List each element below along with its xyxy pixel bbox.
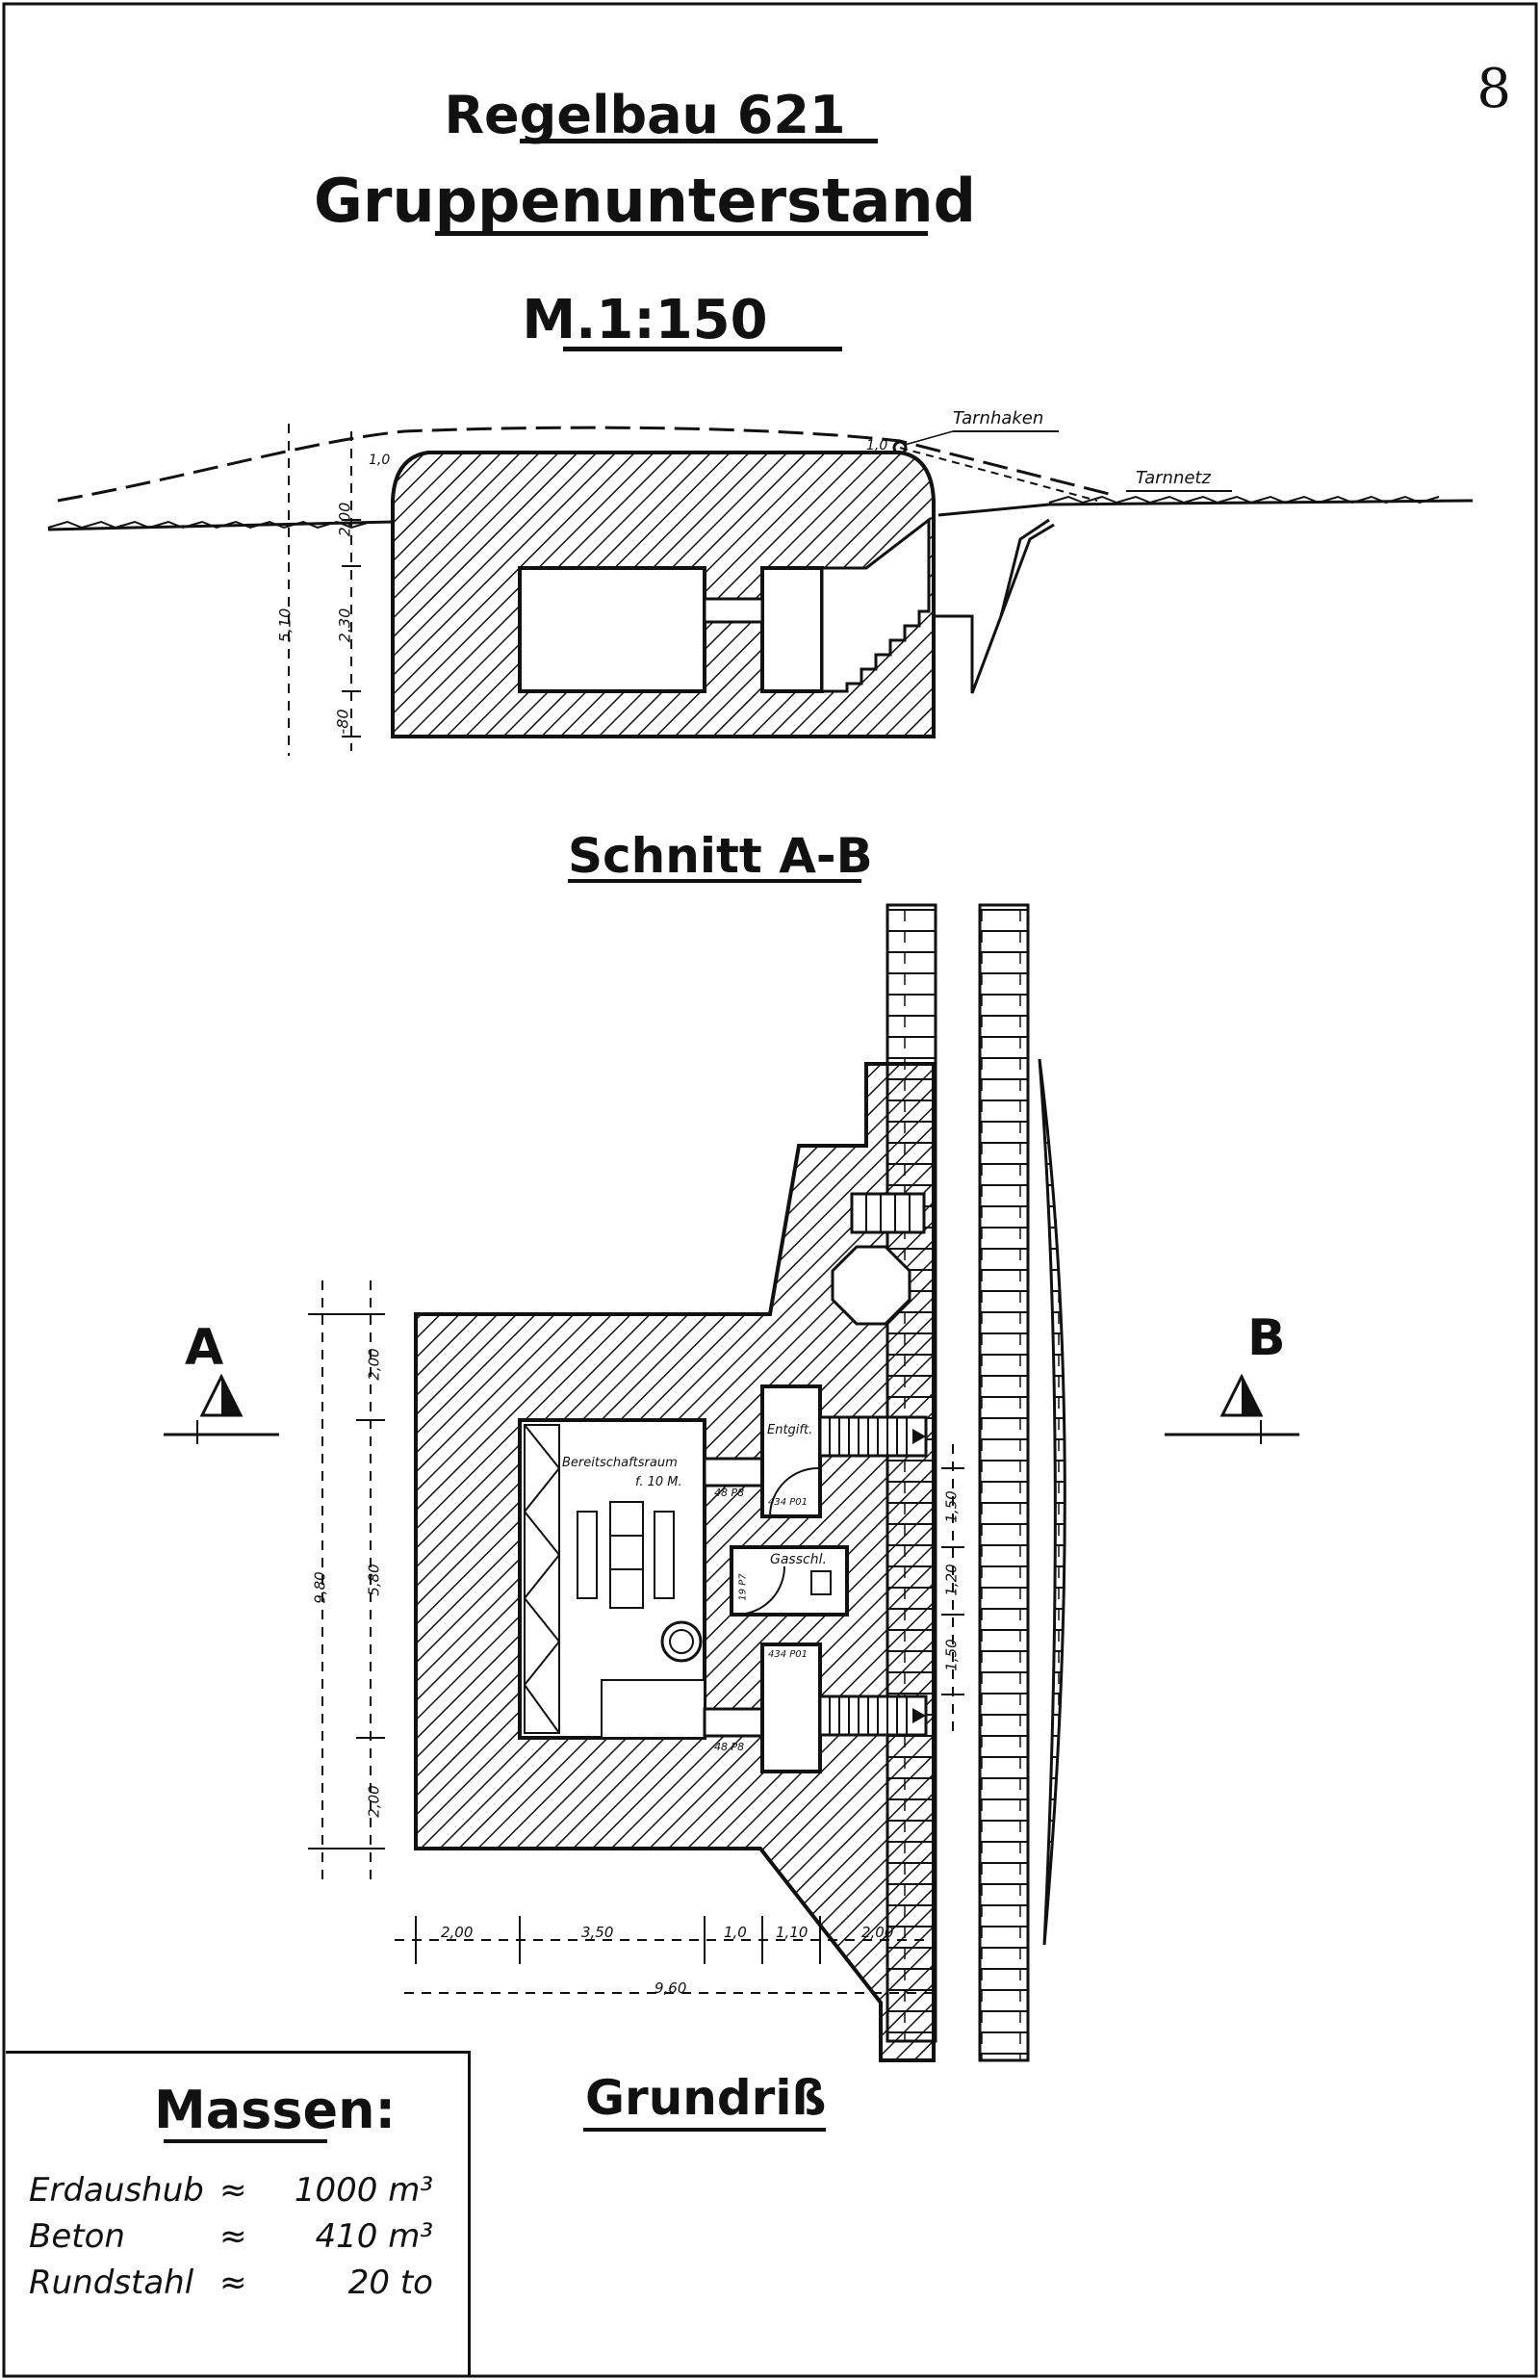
section-dim-5: 1,0 <box>369 453 391 468</box>
plan-dim-total: 9,60 <box>654 1979 687 1997</box>
plan-stairs-upper <box>818 1415 928 1458</box>
section-label: Schnitt A-B <box>568 828 873 884</box>
emergency-exit-shaft <box>831 1245 911 1326</box>
subtitle-underline <box>435 231 928 236</box>
page-number: 8 <box>1476 58 1511 120</box>
plan-view <box>164 903 1299 2062</box>
title-underline <box>520 139 878 143</box>
masses-row-name: Erdaushub <box>29 2171 204 2210</box>
masses-row-name: Beton <box>29 2217 125 2256</box>
section-dim-1: 2,00 <box>335 502 354 537</box>
section-interior-airlock <box>760 566 824 693</box>
masses-title-underline <box>164 2139 327 2143</box>
ready-room-capacity: f. 10 M. <box>635 1475 682 1489</box>
masses-row-value: 410 m³ <box>315 2217 433 2256</box>
plan-dim-left-3: 2,00 <box>365 1785 383 1818</box>
door-label-2: 434 P01 <box>768 1649 808 1660</box>
section-trench <box>934 518 1050 694</box>
plan-lower-airlock <box>760 1643 822 1773</box>
decontamination-label: Entgift. <box>767 1423 813 1437</box>
tarnhaken-label: Tarnhaken <box>953 408 1044 428</box>
masses-row-approx: ≈ <box>219 2171 247 2210</box>
plan-dim-right-3: 1,50 <box>942 1639 961 1671</box>
section-mark-a-label: A <box>185 1319 224 1377</box>
gas-lock-label: Gasschl. <box>770 1552 827 1567</box>
plan-dim-bottom-4: 1,10 <box>776 1924 808 1941</box>
plan-dim-bottom-5: 2,00 <box>861 1924 894 1941</box>
plan-dim-right-1: 1,50 <box>942 1490 961 1523</box>
vent-label-2: 48 P8 <box>714 1741 745 1753</box>
plan-dim-left-total: 9,80 <box>311 1571 329 1604</box>
section-dim-6: 1,0 <box>866 438 888 453</box>
masses-row-value: 20 to <box>347 2264 433 2302</box>
section-dim-4: -80 <box>333 709 352 735</box>
scale-underline <box>563 347 842 351</box>
section-interior-room <box>518 566 706 693</box>
masses-box <box>6 2051 471 2377</box>
plan-stairs-lower <box>818 1694 928 1737</box>
table <box>609 1501 644 1609</box>
masses-row-approx: ≈ <box>219 2217 247 2256</box>
plan-dim-bottom-1: 2,00 <box>441 1924 474 1941</box>
drawing-subtitle: Gruppenunterstand <box>314 166 976 236</box>
tarnhaken-marker <box>892 440 908 455</box>
section-dim-2: 2,30 <box>335 608 354 643</box>
vent-label-1: 48 P8 <box>714 1487 745 1499</box>
masses-row-value: 1000 m³ <box>294 2171 433 2210</box>
drawing-title: Regelbau 621 <box>444 85 846 145</box>
plan-dim-bottom-2: 3,50 <box>581 1924 614 1941</box>
drawing-scale: M.1:150 <box>522 289 768 351</box>
section-dim-3: 5,10 <box>275 608 295 643</box>
camouflage-strip <box>1038 1058 1066 1946</box>
trench-wall-right <box>978 903 1030 2062</box>
plan-dim-bottom-3: 1,0 <box>724 1924 747 1941</box>
tarnnetz-label: Tarnnetz <box>1136 468 1211 488</box>
camouflage-net-line <box>899 447 1098 502</box>
section-mark-b-label: B <box>1247 1309 1286 1367</box>
section-view <box>47 424 1474 756</box>
masses-title: Massen: <box>154 2080 397 2140</box>
door-label-1: 434 P01 <box>768 1497 808 1508</box>
masses-row-name: Rundstahl <box>29 2264 194 2302</box>
plan-dim-left-2: 5,80 <box>365 1564 383 1596</box>
plan-dim-right-2: 1,20 <box>942 1564 961 1596</box>
masses-row-approx: ≈ <box>219 2264 247 2302</box>
section-stairs <box>820 516 931 693</box>
plan-dim-left-1: 2,00 <box>365 1348 383 1381</box>
section-mark-b <box>1165 1373 1299 1436</box>
ready-room-label: Bereitschaftsraum <box>562 1456 678 1470</box>
door-label-3: 19 P7 <box>737 1573 749 1601</box>
plan-label: Grundriß <box>585 2070 827 2126</box>
earth-cover <box>57 426 1117 503</box>
bunk-block <box>524 1424 560 1734</box>
stove <box>660 1620 703 1663</box>
